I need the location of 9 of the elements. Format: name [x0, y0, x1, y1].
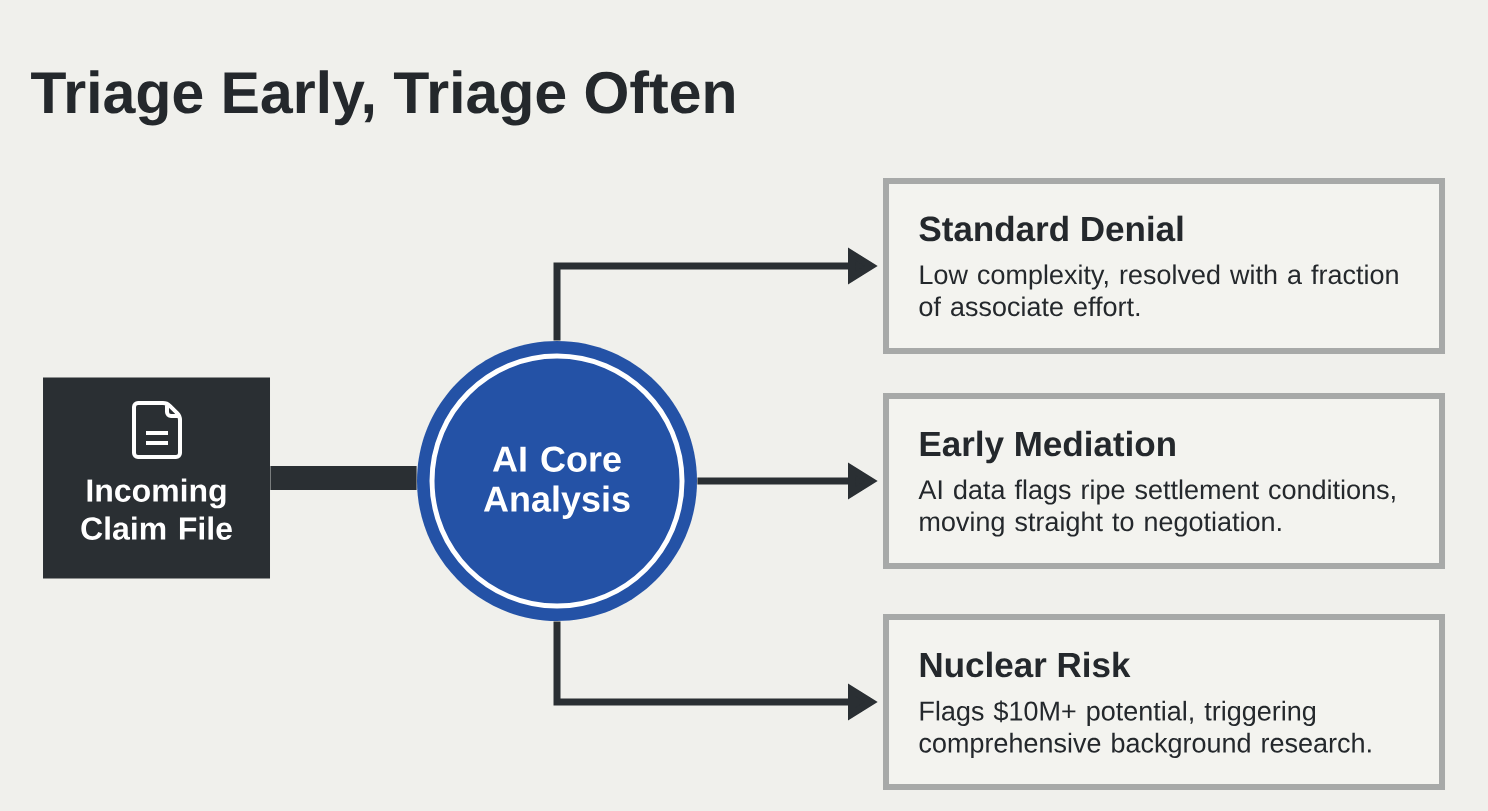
box-description: Flags $10M+ potential, triggering comprehensive background research. [919, 700, 1371, 758]
input-box: Incoming Claim File [43, 377, 270, 579]
connector-line [270, 466, 417, 490]
box-description: Low complexity, resolved with a fraction of associate effort. [919, 264, 1398, 317]
box-description: AI data flags ripe settlement conditions, moving straight to negotiation. [918, 479, 1395, 537]
slide-title: Triage Early, Triage Often [31, 70, 734, 126]
box-heading: Early Mediation [920, 430, 1175, 464]
box-heading: Nuclear Risk [920, 651, 1131, 678]
box-heading: Standard Denial [919, 215, 1183, 242]
